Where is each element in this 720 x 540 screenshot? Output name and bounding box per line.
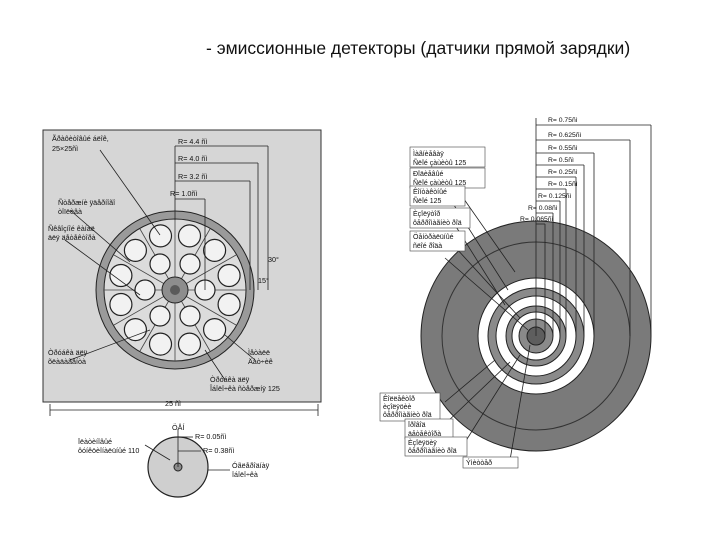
- bottom-label: ôåððîìàãíèò ðîä: [408, 447, 457, 455]
- graphite-block-diagram: Ãðàôèòîâûé áëîê, 25×25ñì R= 4.4 ñì R= 4.…: [42, 129, 322, 416]
- detector-cross-section: ÖÅÍ Ïëàòèíîâûé ôóíêöèîíàëüíûé 110 R= 0.0…: [78, 423, 270, 498]
- block-size-label: 25×25ñì: [52, 144, 78, 153]
- fuel-rod-label: òîïëèâà: [58, 207, 82, 216]
- coolant-label: Òðóáêà äëÿ: [48, 348, 88, 357]
- layer-label: Ñëîé 125: [413, 196, 442, 205]
- fuel-rod: [148, 332, 173, 356]
- cross-label: Ïëàòèíîâûé: [78, 437, 112, 446]
- fuel-rod: [217, 263, 241, 288]
- fuel-rod: [217, 292, 241, 317]
- layer-label: Ðîäèåâûé: [413, 170, 443, 178]
- cross-radius: R= 0.05ñì: [195, 432, 226, 441]
- tube-label: Äàò÷èê: [248, 357, 273, 366]
- fuel-rod: [123, 317, 148, 342]
- bottom-label: Ýìèòòåð: [466, 458, 492, 467]
- radius-label: R= 0.065ñì: [520, 216, 554, 223]
- cable-label: Òðóáêà äëÿ: [210, 375, 250, 384]
- layer-label: Èçîëÿòîð: [413, 209, 440, 218]
- page-title: - эмиссионные детекторы (датчики прямой …: [206, 38, 631, 58]
- cable-label: Îáîëî÷êà ñòåðæíÿ 125: [209, 384, 280, 393]
- tube-label: Ìåòàëë: [248, 348, 270, 357]
- bottom-label: äåòåêòîðà: [408, 430, 441, 438]
- radius-label: R= 4.4 ñì: [178, 137, 207, 146]
- fuel-rod: [123, 238, 148, 263]
- layer-label: Ìàãíèåâàÿ: [413, 149, 444, 158]
- channel-label: äëÿ äåòåêòîðà: [48, 233, 96, 242]
- radius-label: R= 0.125ñì: [538, 193, 572, 200]
- fuel-rod: [134, 279, 156, 301]
- radius-label: R= 0.5ñì: [548, 157, 574, 164]
- radius-label: R= 0.625ñì: [548, 132, 582, 139]
- radius-label: R= 0.55ñì: [548, 145, 578, 152]
- fuel-rod: [202, 317, 227, 342]
- fuel-rod-label: Ñòåðæíè ÿäåðíîãî: [58, 198, 116, 207]
- radius-label: R= 1.0ñì: [170, 189, 197, 198]
- fuel-rod: [177, 332, 202, 356]
- layer-label: ôåððîìàãíèò ðîä: [413, 219, 462, 227]
- angle-label: 15°: [258, 276, 269, 285]
- layer-label: Öåíòðàëüíûé: [413, 233, 454, 241]
- fuel-rod: [148, 224, 173, 248]
- cross-title: ÖÅÍ: [172, 423, 184, 432]
- fuel-rod: [179, 253, 201, 275]
- bottom-label: èçîëÿöèè: [383, 404, 412, 411]
- right-labels: Ìàãíèåâàÿ Ñëîé çàùèòû 125 Ðîäèåâûé Ñëîé …: [379, 146, 519, 469]
- bottom-label: Êîëëåêòîð: [383, 394, 415, 403]
- cross-radius: R= 0.38ñì: [203, 446, 234, 455]
- layer-label: ñëîé ðîäà: [413, 242, 442, 250]
- angle-label: 30°: [268, 255, 279, 264]
- bottom-label: Ïðîâîä: [408, 421, 426, 429]
- radius-label: R= 0.25ñì: [548, 169, 578, 176]
- emission-detector-diagram: R= 0.75ñì R= 0.625ñì R= 0.55ñì R= 0.5ñì R= 0…: [379, 117, 652, 469]
- cross-shell-label: Óãëåðîäíàÿ: [232, 461, 270, 470]
- radius-label: R= 4.0 ñì: [178, 154, 207, 163]
- fuel-rod: [202, 238, 227, 263]
- coolant-label: õëàäàãåíòà: [48, 357, 86, 366]
- layer-label: Êîíòàêòíûé: [413, 187, 447, 196]
- fuel-rod: [109, 263, 133, 288]
- layer-label: Ñëîé çàùèòû 125: [413, 178, 466, 187]
- fuel-rod: [109, 292, 133, 317]
- radius-label: R= 3.2 ñì: [178, 172, 207, 181]
- fuel-rod: [149, 253, 171, 275]
- radius-label: R= 0.75ñì: [548, 117, 578, 124]
- radius-label: R= 0.15ñì: [548, 181, 578, 188]
- cross-label: ôóíêöèîíàëüíûé 110: [78, 446, 139, 455]
- cross-shell-label: îáîëî÷êà: [231, 470, 258, 479]
- bottom-label: ôåððîìàãíèò ðîä: [383, 411, 432, 419]
- channel-label: Ñêâîçíîé êàíàë: [48, 224, 95, 233]
- fuel-rod: [149, 305, 171, 327]
- bottom-label: Èçîëÿöèÿ: [408, 438, 437, 447]
- fuel-rod: [177, 224, 202, 248]
- fuel-rod: [179, 305, 201, 327]
- radius-label: R= 0.08ñì: [528, 205, 558, 212]
- layer-label: Ñëîé çàùèòû 125: [413, 158, 466, 167]
- size-label: 25 ñì: [165, 399, 181, 408]
- block-label: Ãðàôèòîâûé áëîê,: [52, 134, 109, 143]
